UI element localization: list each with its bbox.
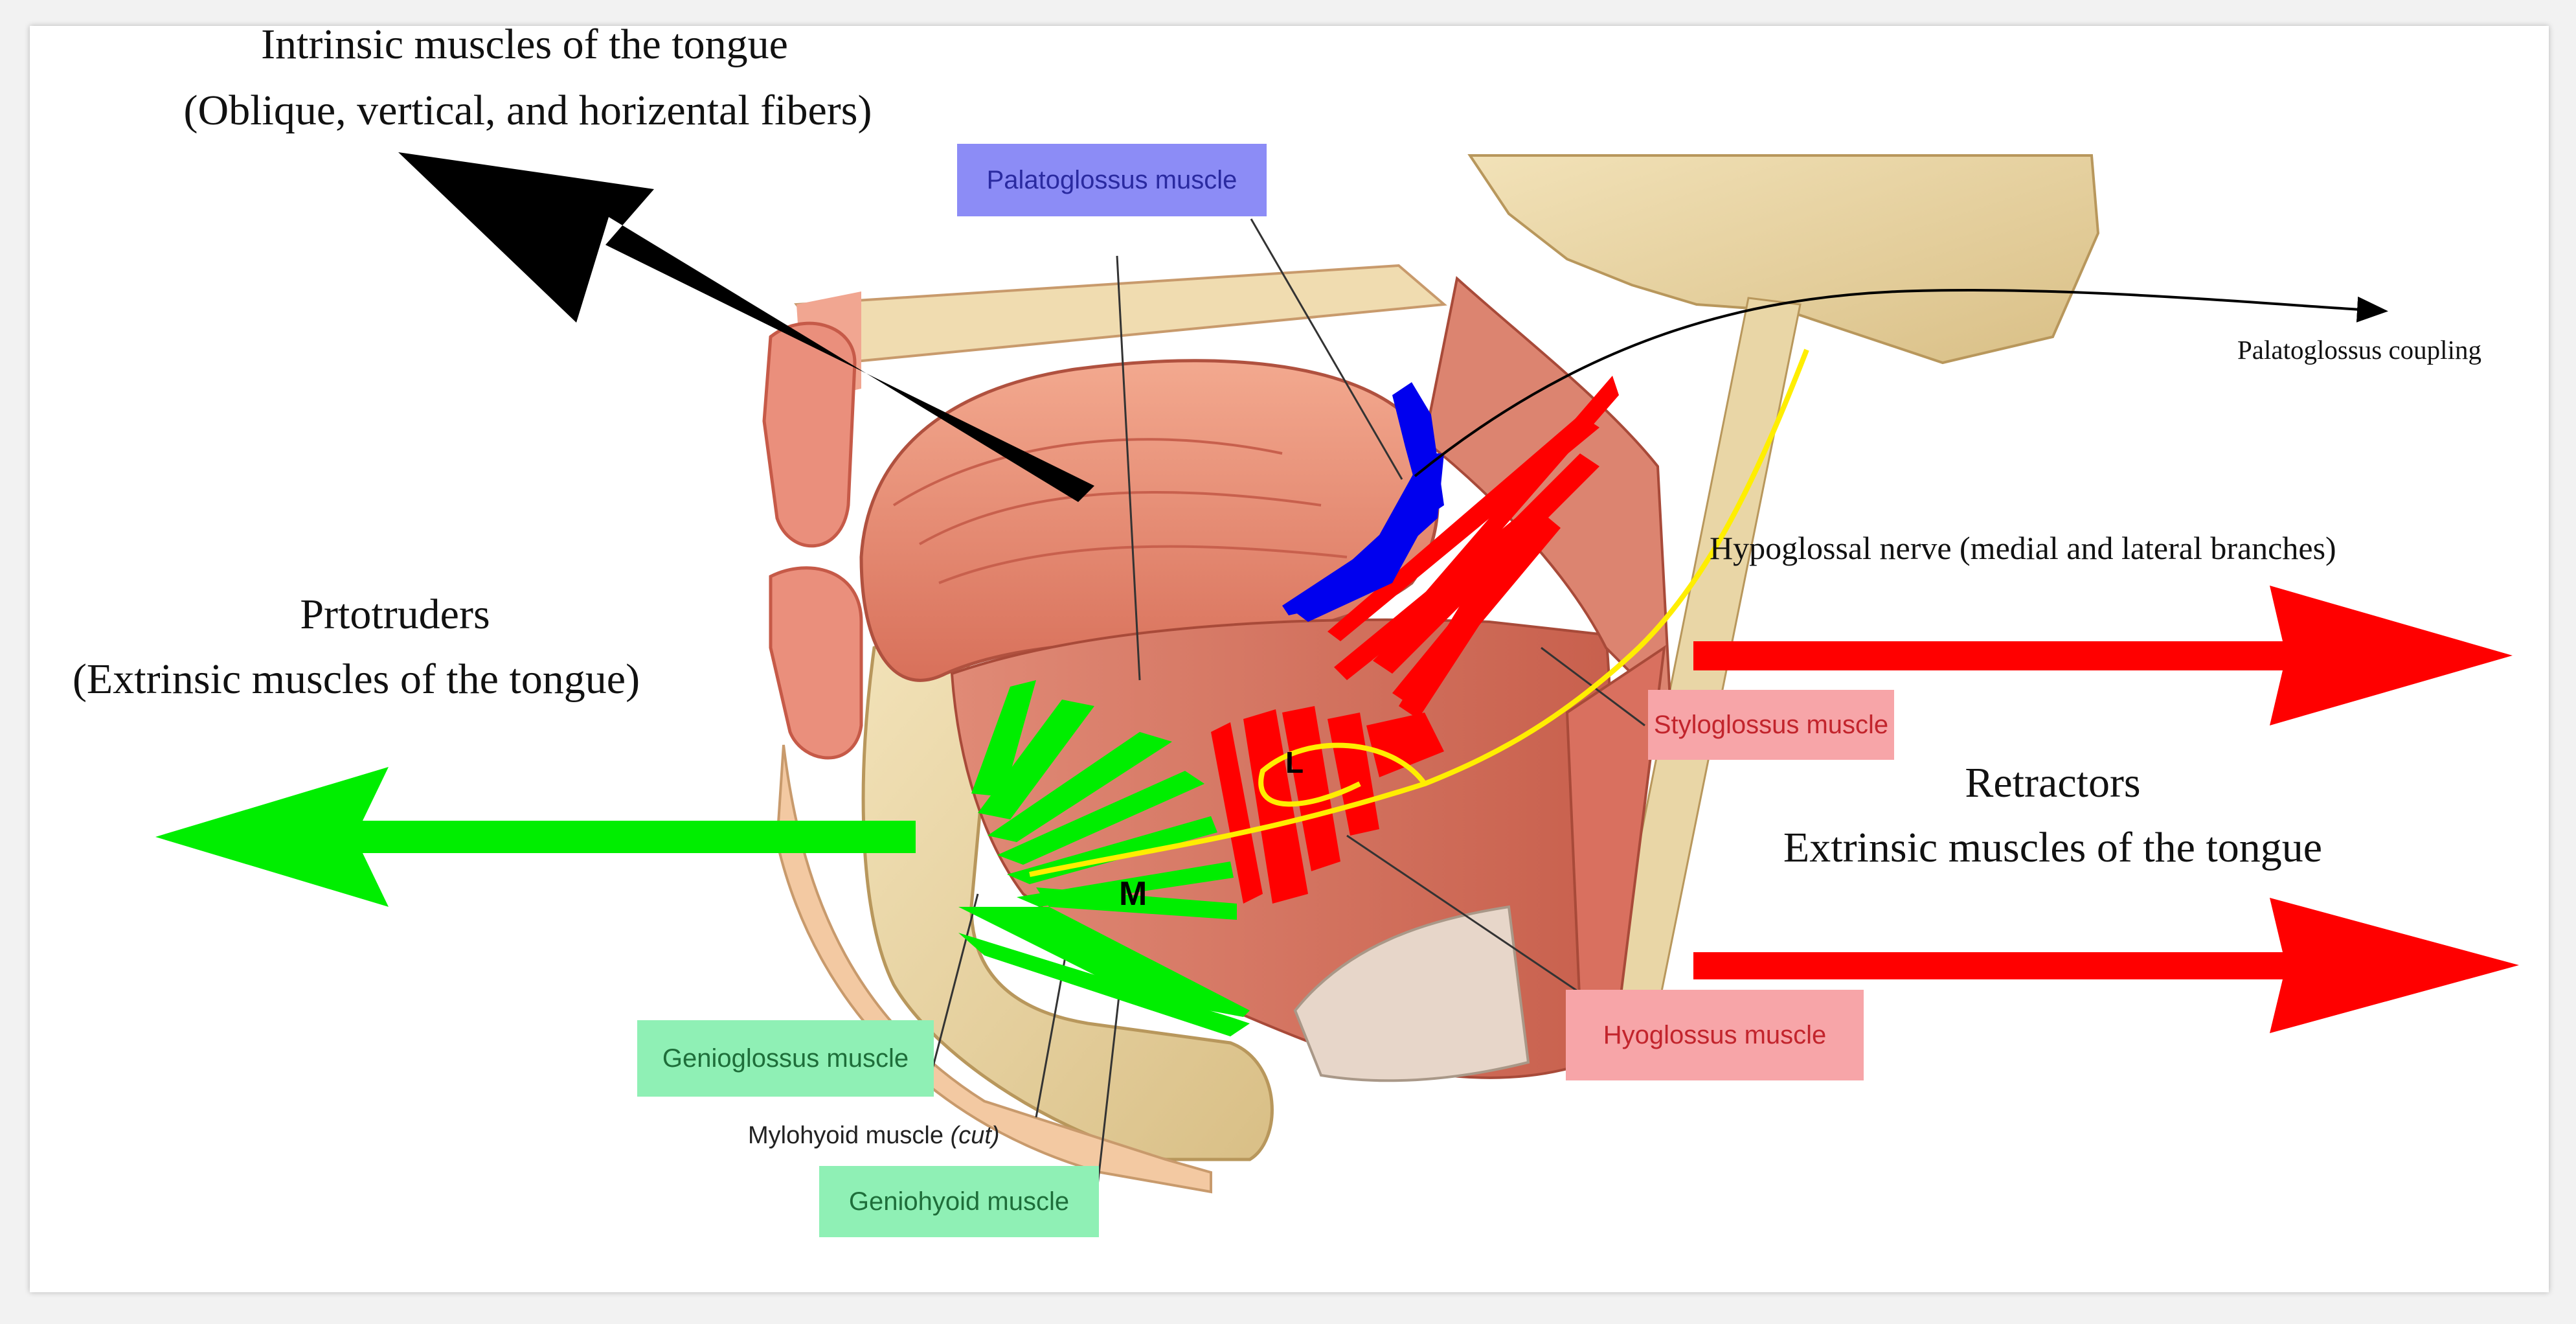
intrinsic-subtitle: (Oblique, vertical, and horizental fiber… bbox=[183, 87, 872, 134]
medial-marker: M bbox=[1119, 875, 1147, 913]
protruder-arrow bbox=[155, 767, 916, 907]
lips bbox=[762, 321, 863, 760]
intrinsic-arrow bbox=[398, 152, 1094, 502]
palatoglossus-coupling-arrow bbox=[1414, 288, 2388, 477]
mylohyoid-label: Mylohyoid muscle (cut) bbox=[748, 1122, 1000, 1150]
geniohyoid-highlight bbox=[958, 907, 1250, 1036]
mylohyoid-name: Mylohyoid muscle bbox=[748, 1122, 943, 1149]
mylohyoid-note: (cut) bbox=[950, 1122, 1000, 1149]
genioglossus-highlight bbox=[971, 680, 1237, 920]
retractor-arrow-upper bbox=[1693, 586, 2513, 725]
hypoglossal-nerve bbox=[1029, 348, 1809, 877]
lateral-marker: L bbox=[1285, 746, 1304, 779]
hypoglossal-nerve-label: Hypoglossal nerve (medial and lateral br… bbox=[1710, 530, 2336, 566]
styloglossus-highlight bbox=[1328, 376, 1619, 719]
palatoglossus-coupling-label: Palatoglossus coupling bbox=[2237, 335, 2481, 365]
hyoglossus-label: Hyoglossus muscle bbox=[1566, 990, 1864, 1080]
geniohyoid-label: Geniohyoid muscle bbox=[819, 1166, 1099, 1237]
intrinsic-title: Intrinsic muscles of the tongue bbox=[261, 21, 788, 68]
retractors-title: Retractors bbox=[1965, 759, 2141, 806]
styloglossus-label: Styloglossus muscle bbox=[1648, 690, 1894, 760]
palatoglossus-highlight bbox=[1282, 382, 1444, 622]
retractor-arrow-lower bbox=[1693, 898, 2519, 1033]
protruders-title: Prtotruders bbox=[300, 591, 490, 638]
genioglossus-label: Genioglossus muscle bbox=[637, 1020, 934, 1097]
retractors-subtitle: Extrinsic muscles of the tongue bbox=[1783, 824, 2323, 871]
palatoglossus-label: Palatoglossus muscle bbox=[957, 144, 1267, 216]
protruders-subtitle: (Extrinsic muscles of the tongue) bbox=[72, 656, 640, 703]
